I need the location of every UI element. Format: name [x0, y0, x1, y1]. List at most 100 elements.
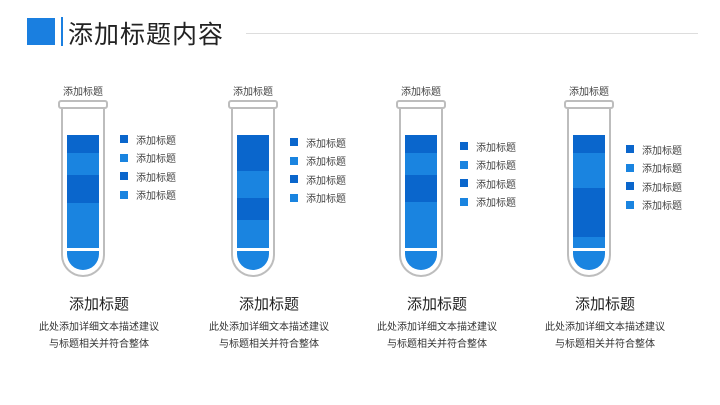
legend-label: 添加标题: [476, 161, 516, 173]
description-line: 与标题相关并符合整体: [387, 339, 487, 350]
legend-swatch: [626, 145, 634, 154]
fill-segment: [237, 171, 269, 199]
legend-label: 添加标题: [136, 172, 176, 184]
legend-swatch: [290, 156, 298, 165]
legend-label: 添加标题: [306, 157, 346, 169]
legend-swatch: [460, 160, 468, 169]
legend-item: 添加标题: [626, 140, 706, 159]
legend-item: 添加标题: [120, 149, 200, 168]
card-title: 添加标题: [406, 295, 467, 313]
tube-rim: [58, 100, 108, 109]
card-description: 此处添加详细文本描述建议与标题相关并符合整体: [525, 319, 685, 353]
legend-item: 添加标题: [626, 196, 706, 215]
legend-swatch: [120, 153, 128, 162]
legend-item: 添加标题: [120, 167, 200, 186]
legend-swatch: [460, 197, 468, 206]
fill-segment: [237, 198, 269, 220]
tube-rim: [396, 100, 446, 109]
legend-item: 添加标题: [290, 189, 370, 208]
legend-swatch: [460, 142, 468, 151]
legend-label: 添加标题: [642, 164, 682, 176]
fill-segment: [405, 201, 437, 248]
fill-segment: [573, 236, 605, 248]
description-line: 此处添加详细文本描述建议: [545, 322, 665, 333]
tube-bottom-fill: [405, 251, 437, 270]
legend-item: 添加标题: [120, 186, 200, 205]
legend-swatch: [626, 200, 634, 209]
legend: 添加标题添加标题添加标题添加标题: [626, 140, 706, 214]
fill-segment: [237, 135, 269, 172]
legend-label: 添加标题: [642, 182, 682, 194]
tube-fill: [573, 135, 605, 248]
fill-segment: [67, 135, 99, 154]
legend-label: 添加标题: [136, 154, 176, 166]
card-description: 此处添加详细文本描述建议与标题相关并符合整体: [189, 319, 349, 353]
tube-rim: [228, 100, 278, 109]
legend-swatch: [290, 175, 298, 184]
description-line: 与标题相关并符合整体: [219, 339, 319, 350]
header-divider: [246, 33, 698, 34]
legend-label: 添加标题: [476, 198, 516, 210]
legend: 添加标题添加标题添加标题添加标题: [290, 133, 370, 207]
legend-label: 添加标题: [642, 145, 682, 157]
legend-item: 添加标题: [460, 174, 540, 193]
legend: 添加标题添加标题添加标题添加标题: [120, 130, 200, 204]
legend-label: 添加标题: [306, 194, 346, 206]
fill-segment: [573, 188, 605, 237]
card-description: 此处添加详细文本描述建议与标题相关并符合整体: [357, 319, 517, 353]
description-line: 与标题相关并符合整体: [555, 339, 655, 350]
legend-swatch: [290, 193, 298, 202]
legend-item: 添加标题: [460, 137, 540, 156]
fill-segment: [405, 135, 437, 154]
legend-swatch: [120, 135, 128, 144]
legend-label: 添加标题: [306, 175, 346, 187]
legend-item: 添加标题: [460, 156, 540, 175]
tube-label: 添加标题: [233, 87, 273, 98]
fill-segment: [67, 153, 99, 175]
tube-bottom-fill: [573, 251, 605, 270]
tube-rim: [564, 100, 614, 109]
legend-label: 添加标题: [642, 201, 682, 213]
tube-label: 添加标题: [63, 87, 103, 98]
fill-segment: [573, 135, 605, 154]
legend-swatch: [120, 190, 128, 199]
legend-label: 添加标题: [476, 179, 516, 191]
card-title: 添加标题: [574, 295, 635, 313]
legend-swatch: [460, 179, 468, 188]
description-line: 此处添加详细文本描述建议: [377, 322, 497, 333]
legend-item: 添加标题: [290, 152, 370, 171]
description-line: 与标题相关并符合整体: [49, 339, 149, 350]
fill-segment: [573, 153, 605, 189]
page-title: 添加标题内容: [68, 20, 225, 49]
legend-label: 添加标题: [136, 135, 176, 147]
card-title: 添加标题: [238, 295, 299, 313]
legend: 添加标题添加标题添加标题添加标题: [460, 137, 540, 211]
tube-fill: [405, 135, 437, 248]
legend-label: 添加标题: [306, 138, 346, 150]
fill-segment: [67, 202, 99, 248]
legend-item: 添加标题: [290, 170, 370, 189]
tube-fill: [237, 135, 269, 248]
description-line: 此处添加详细文本描述建议: [209, 322, 329, 333]
legend-label: 添加标题: [136, 191, 176, 203]
tube-label: 添加标题: [401, 87, 441, 98]
fill-segment: [405, 153, 437, 175]
legend-swatch: [120, 172, 128, 181]
legend-swatch: [626, 163, 634, 172]
header-accent-bar: [61, 17, 63, 46]
fill-segment: [237, 219, 269, 248]
legend-item: 添加标题: [290, 133, 370, 152]
legend-swatch: [290, 138, 298, 147]
legend-swatch: [626, 182, 634, 191]
tube-bottom-fill: [67, 251, 99, 270]
fill-segment: [67, 174, 99, 203]
tube-bottom-fill: [237, 251, 269, 270]
card-description: 此处添加详细文本描述建议与标题相关并符合整体: [19, 319, 179, 353]
card-title: 添加标题: [68, 295, 129, 313]
tube-label: 添加标题: [569, 87, 609, 98]
header-accent-square: [27, 18, 55, 45]
description-line: 此处添加详细文本描述建议: [39, 322, 159, 333]
legend-label: 添加标题: [476, 142, 516, 154]
fill-segment: [405, 174, 437, 202]
tube-fill: [67, 135, 99, 248]
